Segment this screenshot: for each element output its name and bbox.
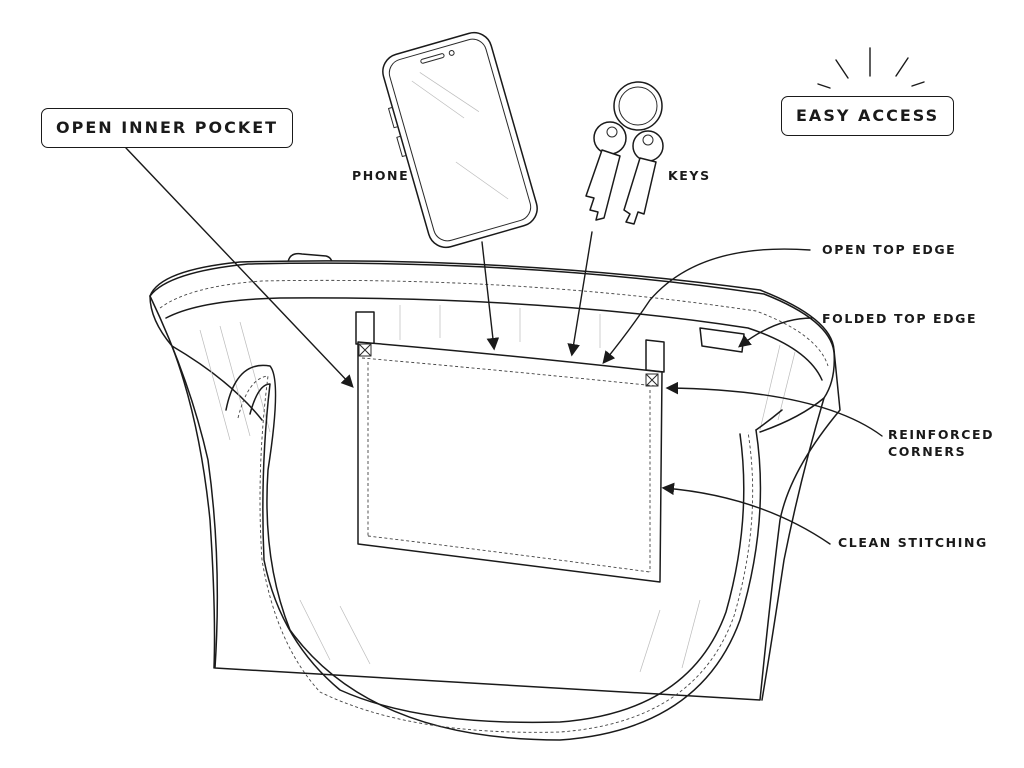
reinforced-corner-right <box>645 373 659 387</box>
pocket-tab-left <box>355 311 375 345</box>
easy-access-label: EASY ACCESS <box>781 96 955 136</box>
tote-bag-illustration <box>149 252 841 741</box>
front-strap-stitch <box>237 375 754 733</box>
strap-rear-right <box>755 409 783 431</box>
phone-label: PHONE <box>352 168 410 183</box>
rim-inner-edge <box>165 297 823 381</box>
pocket-stitch-bottom <box>367 535 651 573</box>
reinforced-corners-label: REINFORCED CORNERS <box>888 427 994 461</box>
arrow-clean-stitching <box>661 482 831 545</box>
rim-stitch-line <box>159 279 829 367</box>
arrow-open-inner-pocket <box>125 147 354 388</box>
phone-icon <box>382 31 538 249</box>
front-strap-loop <box>225 364 762 741</box>
pocket-stitch-top <box>361 357 657 387</box>
keys-label: KEYS <box>668 168 711 183</box>
pocket-tab-right <box>645 339 665 373</box>
front-strap-loop-inner <box>249 383 745 724</box>
front-right-strap-top <box>699 327 745 353</box>
arrow-phone <box>481 241 500 351</box>
interior-shading <box>199 305 796 673</box>
inner-pocket <box>357 341 663 583</box>
clean-stitching-label: CLEAN STITCHING <box>838 535 988 550</box>
arrow-open-top-edge <box>602 248 811 364</box>
rim-outer-edge <box>149 262 835 353</box>
reinforced-corners-line2: CORNERS <box>888 443 967 459</box>
keys-icon <box>585 81 664 225</box>
arrow-reinforced-corners <box>665 381 883 437</box>
bag-right-side <box>761 397 825 701</box>
folded-top-edge-label: FOLDED TOP EDGE <box>822 311 978 326</box>
burst-lines-icon <box>817 47 925 89</box>
arrow-folded-top-edge <box>738 317 813 348</box>
open-inner-pocket-label: OPEN INNER POCKET <box>41 108 294 148</box>
reinforced-corner-left <box>358 343 372 357</box>
arrow-keys <box>567 231 593 357</box>
open-top-edge-label: OPEN TOP EDGE <box>822 242 957 257</box>
bag-left-side <box>171 345 216 669</box>
reinforced-corners-line1: REINFORCED <box>888 427 995 442</box>
